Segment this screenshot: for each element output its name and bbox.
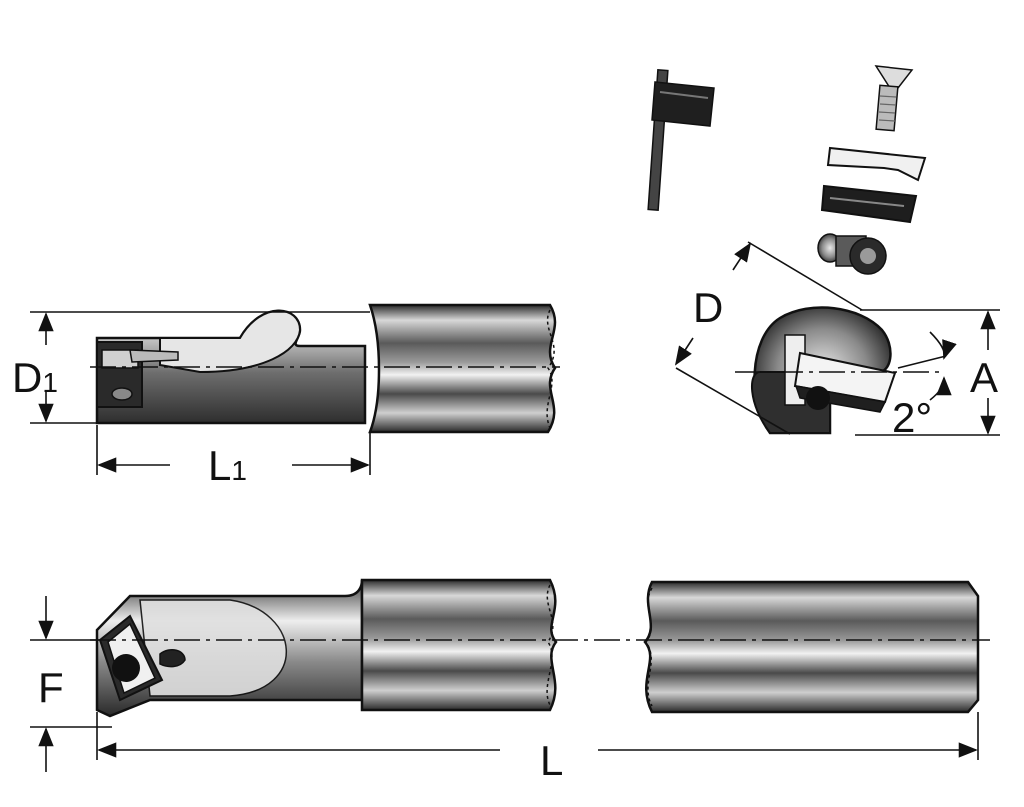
d-arrow-up	[732, 242, 752, 271]
end-view-screw	[806, 386, 830, 410]
exploded-parts	[647, 65, 927, 275]
d-label: D	[693, 284, 723, 331]
head-flat	[139, 599, 287, 697]
clamp-lever	[129, 349, 179, 363]
insert-shim	[820, 184, 918, 224]
clamp-tip	[159, 648, 186, 668]
break-line-right	[645, 587, 653, 707]
shank-bottom-right	[643, 580, 980, 714]
d1-label: D1	[12, 354, 58, 401]
a-label: A	[970, 354, 998, 401]
l1-label: L1	[208, 442, 247, 489]
insert-screw-hole	[111, 387, 133, 401]
d-arrow-down	[674, 337, 694, 366]
clamp-plate	[826, 146, 927, 182]
wrench-key	[647, 69, 715, 211]
d-ext-bottom	[675, 367, 791, 435]
angle-arc-bottom	[929, 376, 952, 401]
end-view: A D 2°	[674, 241, 1000, 441]
shim-screw	[817, 233, 887, 275]
clamp-screw	[874, 65, 914, 132]
l-label: L	[540, 737, 563, 784]
shank-top	[368, 303, 557, 434]
angle-arc-top	[929, 331, 957, 360]
break-line-left	[546, 584, 554, 706]
shank-bottom-left	[360, 578, 558, 712]
angle-line	[897, 355, 947, 369]
side-view-bottom: F L	[30, 578, 990, 784]
angle-label: 2°	[892, 394, 932, 441]
d-ext-top	[747, 241, 863, 311]
side-view-top: D1 L1	[12, 303, 560, 489]
break-line	[546, 309, 555, 429]
f-label: F	[38, 664, 64, 711]
insert-screw	[112, 654, 140, 682]
